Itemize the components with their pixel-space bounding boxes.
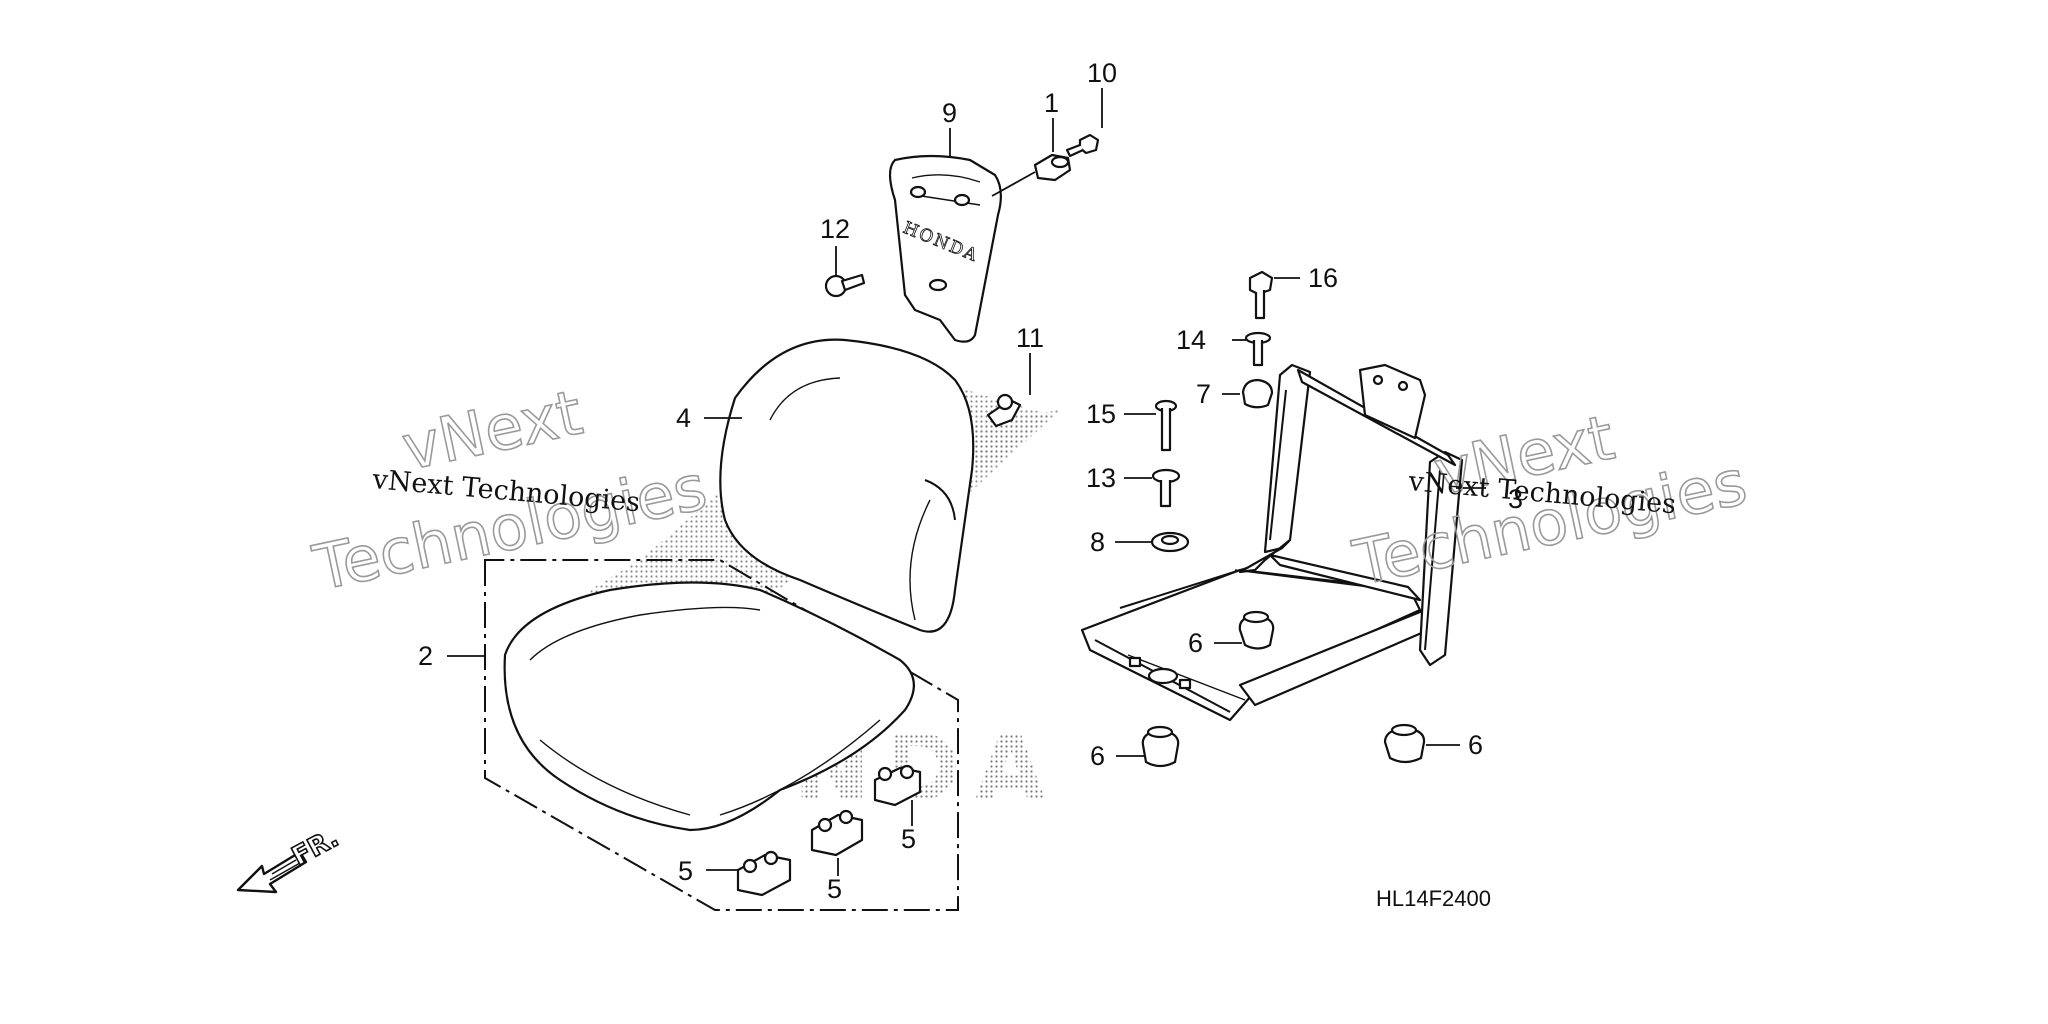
grommet <box>1141 725 1180 768</box>
callout-9: 9 <box>942 98 957 128</box>
bolt <box>1154 399 1178 452</box>
bolt <box>986 393 1022 428</box>
seat-mount-stop <box>736 850 792 897</box>
callout-6: 6 <box>1188 628 1203 658</box>
seat-mount-stop <box>873 764 922 807</box>
callout-5: 5 <box>827 874 842 904</box>
callout-7: 7 <box>1196 379 1211 409</box>
grommet <box>1238 610 1275 650</box>
seat-cushion <box>503 581 915 832</box>
callout-6: 6 <box>1090 741 1105 771</box>
callout-12: 12 <box>820 214 850 244</box>
collar-bolt <box>1151 468 1181 508</box>
callout-14: 14 <box>1176 325 1206 355</box>
callout-2: 2 <box>418 641 433 671</box>
callout-5: 5 <box>901 824 916 854</box>
washer <box>1150 531 1190 553</box>
leader-lines <box>447 88 1486 876</box>
seat-mount-stop <box>810 809 864 857</box>
backrest-cushion <box>719 338 975 633</box>
callout-5: 5 <box>678 856 693 886</box>
backrest-bracket: HONDA <box>888 154 1002 343</box>
callout-11: 11 <box>1016 323 1044 353</box>
bolt <box>1065 133 1100 158</box>
rubber-nut <box>1241 378 1274 409</box>
callout-13: 13 <box>1086 463 1116 493</box>
collar <box>991 153 1072 197</box>
callout-labels: 1 2 3 4 5 5 5 6 6 6 7 8 9 10 11 12 13 14… <box>418 58 1523 904</box>
collar-bolt <box>1244 331 1272 367</box>
bolt <box>1248 270 1274 320</box>
grommet <box>1383 723 1426 764</box>
callout-8: 8 <box>1090 527 1105 557</box>
callout-1: 1 <box>1044 88 1059 118</box>
callout-4: 4 <box>676 403 691 433</box>
callout-16: 16 <box>1308 263 1338 293</box>
diagram-code: HL14F2400 <box>1376 886 1491 911</box>
callout-10: 10 <box>1087 58 1117 88</box>
callout-3: 3 <box>1508 484 1523 514</box>
callout-6: 6 <box>1468 730 1483 760</box>
watermark: vNext Technologies vNext Technologies vN… <box>306 375 1753 606</box>
bolt <box>824 273 866 298</box>
seat-group-bracket <box>484 559 959 911</box>
callout-15: 15 <box>1086 399 1116 429</box>
front-direction-arrow: FR. <box>236 822 345 894</box>
